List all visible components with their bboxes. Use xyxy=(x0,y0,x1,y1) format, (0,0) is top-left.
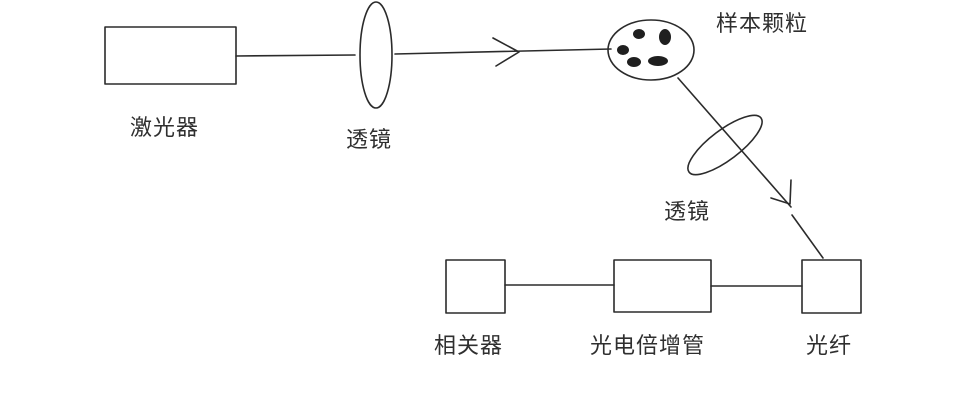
incident-beam xyxy=(235,48,612,57)
scattered-beam-arrowhead xyxy=(770,179,792,205)
sample-outline xyxy=(607,19,695,81)
lens-2-shape xyxy=(687,114,763,176)
correlator-box xyxy=(445,259,506,314)
lens-1-shape xyxy=(359,1,393,109)
laser-label: 激光器 xyxy=(130,116,200,141)
photomultiplier-label: 光电倍增管 xyxy=(590,334,706,359)
particle-dot xyxy=(633,29,645,39)
photomultiplier-box xyxy=(613,259,712,313)
particle-dot xyxy=(648,56,668,66)
particle-dot xyxy=(627,57,641,67)
laser-box xyxy=(104,26,237,85)
scattered-beam xyxy=(677,77,792,208)
optical-fiber-box xyxy=(801,259,862,314)
correlator-label: 相关器 xyxy=(434,334,504,359)
sample-particles-label: 样本颗粒 xyxy=(716,12,809,37)
particle-dot xyxy=(617,45,629,55)
particle-dot xyxy=(659,29,671,45)
lens-1-label: 透镜 xyxy=(346,128,393,153)
incident-beam-arrowhead xyxy=(492,37,520,67)
fiber-input-beam xyxy=(791,214,824,259)
lens-2-label: 透镜 xyxy=(664,200,711,225)
optical-fiber-label: 光纤 xyxy=(806,334,853,359)
